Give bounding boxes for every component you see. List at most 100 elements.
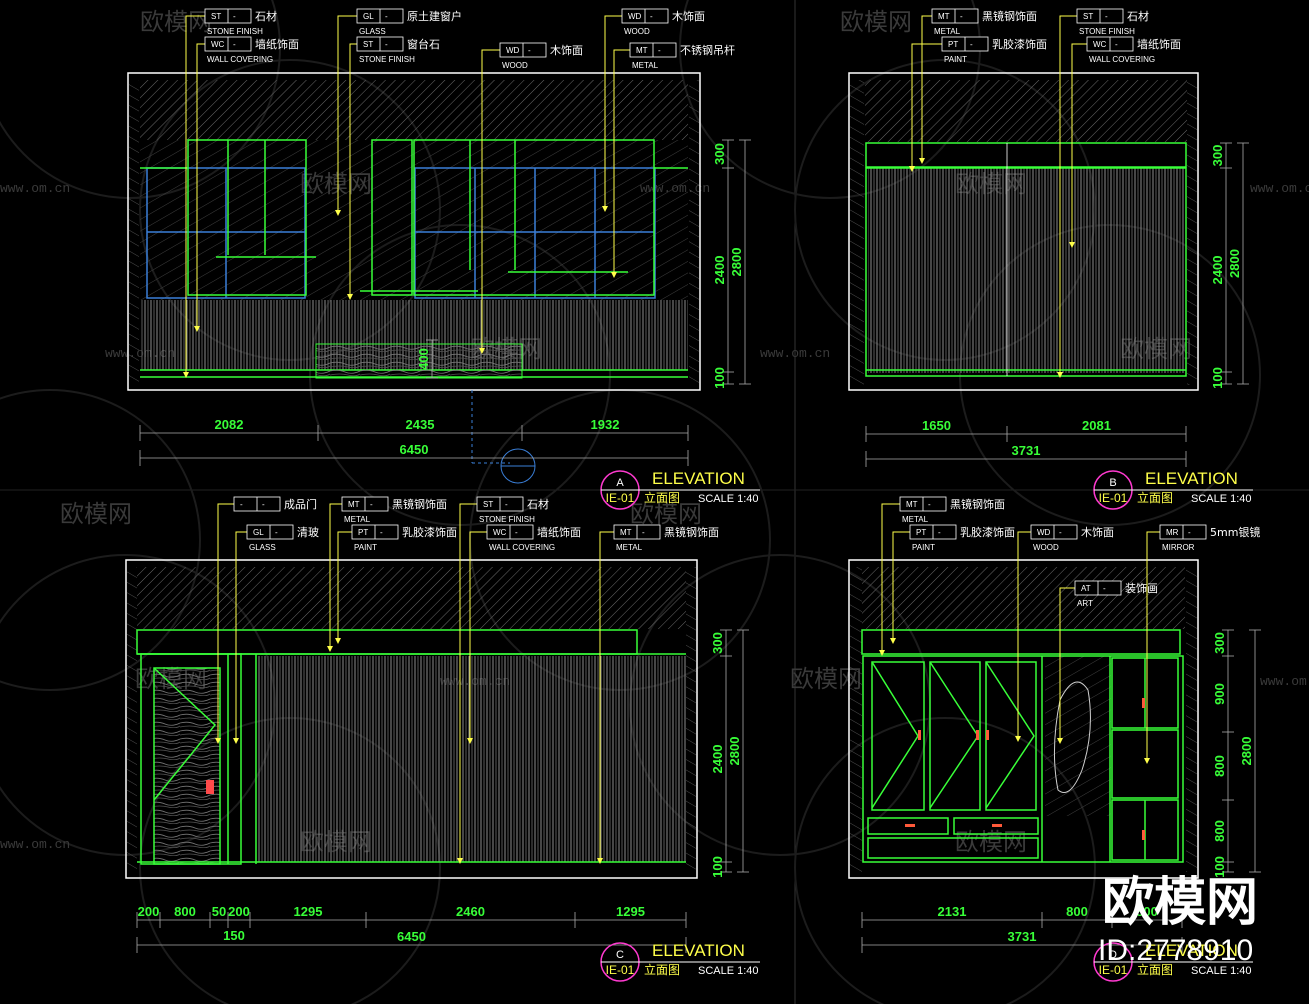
dimension-total: 2800 <box>729 248 744 277</box>
elevation-c-door <box>154 668 220 864</box>
material-sub-label: WOOD <box>624 27 650 36</box>
elevation-d-frame <box>848 559 1199 879</box>
dimension-total: 2800 <box>727 737 742 766</box>
material-sub-label: METAL <box>632 61 659 70</box>
dimension-label: 300 <box>712 143 727 165</box>
material-label: 黑镜钢饰面 <box>950 497 1005 511</box>
elevation-b-ceiling-hatch <box>865 80 1187 142</box>
material-code: WD <box>506 46 520 55</box>
material-code: ST <box>1083 12 1093 21</box>
material-label: 原土建窗户 <box>407 9 462 23</box>
watermark-url: www.om.cn <box>0 181 70 196</box>
watermark-brand: 欧模网 <box>840 8 912 36</box>
dimension-label: 100 <box>712 367 727 389</box>
sheet-number: IE-01 <box>606 963 635 977</box>
elevation-subtitle: 立面图 <box>644 490 680 505</box>
dimension-label: 2460 <box>456 904 485 919</box>
brand-watermark-large: 欧模网 <box>1102 873 1258 933</box>
watermark-brand: 欧模网 <box>140 8 212 36</box>
material-sub-label: WALL COVERING <box>489 543 555 552</box>
material-sub-label: STONE FINISH <box>479 515 535 524</box>
material-label: 木饰面 <box>1081 525 1114 539</box>
material-label: 石材 <box>527 497 549 511</box>
sheet-number: IE-01 <box>606 491 635 505</box>
elevation-title: ELEVATION <box>1145 941 1238 960</box>
dimension-label: 50 <box>212 904 226 919</box>
material-sub-label: METAL <box>616 543 643 552</box>
dimension-label: 1295 <box>294 904 323 919</box>
material-label: 乳胶漆饰面 <box>960 525 1015 539</box>
watermark-brand: 欧模网 <box>60 500 132 528</box>
material-tags-layer: ST - 石材 STONE FINISH WC - 墙纸饰面 WALL COVERING GL -… <box>204 8 1260 608</box>
dimension-label: 2400 <box>712 256 727 285</box>
material-label: 不锈钢吊杆 <box>680 43 735 57</box>
svg-text:-: - <box>650 12 653 21</box>
material-label: 装饰画 <box>1125 581 1158 595</box>
material-tag: WD- 木饰面 WOOD <box>1030 524 1114 552</box>
material-label: 乳胶漆饰面 <box>992 37 1047 51</box>
material-sub-label: STONE FINISH <box>1079 27 1135 36</box>
svg-text:-: - <box>1059 528 1062 537</box>
material-code: WD <box>1037 528 1051 537</box>
material-code: MR <box>1166 528 1179 537</box>
material-sub-label: STONE FINISH <box>207 27 263 36</box>
elevation-a-ceiling-hatch <box>140 80 688 140</box>
watermark-url: www.om.cn <box>1250 181 1309 196</box>
dimension-label: 300 <box>710 632 725 654</box>
material-sub-label: WOOD <box>1033 543 1059 552</box>
material-tag: --成品门 <box>233 496 317 512</box>
elevation-a-windows <box>146 167 656 299</box>
dimension-label: 100 <box>1212 856 1227 878</box>
material-code: WC <box>1093 40 1107 49</box>
elevation-letter: C <box>616 949 624 961</box>
material-sub-label: GLASS <box>249 543 276 552</box>
elevation-scale: SCALE 1:40 <box>1191 493 1252 505</box>
dimension-total: 3731 <box>1008 929 1037 944</box>
material-code: MT <box>906 500 918 509</box>
elevation-d-handles <box>905 698 1145 840</box>
dimension-label: 1650 <box>922 418 951 433</box>
elevation-b <box>848 15 1199 391</box>
material-code: GL <box>253 528 264 537</box>
material-label: 墙纸饰面 <box>255 37 299 51</box>
dimension-label: 2400 <box>710 745 725 774</box>
dimension-label: 800 <box>174 904 196 919</box>
watermark-ring <box>0 389 201 691</box>
dimension-label: 300 <box>1210 145 1225 167</box>
svg-text:-: - <box>262 500 265 509</box>
elevation-d <box>848 503 1199 879</box>
material-code: MT <box>348 500 360 509</box>
material-label: 石材 <box>1127 9 1149 23</box>
elevation-d-artwork-figure <box>1053 681 1091 793</box>
elevation-scale: SCALE 1:40 <box>1191 965 1252 977</box>
dimension-label: 800 <box>1212 820 1227 842</box>
material-label: 黑镜钢饰面 <box>982 9 1037 23</box>
elevation-d-ceiling-hatch <box>862 567 1185 629</box>
dimension-total: 3731 <box>1012 443 1041 458</box>
elevation-scale: SCALE 1:40 <box>698 493 759 505</box>
svg-text:-: - <box>938 528 941 537</box>
material-sub-label: METAL <box>902 515 929 524</box>
elevation-c-curtain <box>256 656 686 862</box>
material-label: 乳胶漆饰面 <box>402 525 457 539</box>
material-code: ST <box>211 12 221 21</box>
material-code: WD <box>628 12 642 21</box>
material-sub-label: PAINT <box>912 543 935 552</box>
elevation-subtitle: 立面图 <box>1137 490 1173 505</box>
dimension-label: 800 <box>1212 755 1227 777</box>
elevation-title: ELEVATION <box>652 941 745 960</box>
elevation-d-artwork <box>1045 656 1111 816</box>
material-label: 石材 <box>255 9 277 23</box>
elevation-c-door-frame <box>136 629 686 865</box>
dimension-label: 100 <box>1210 367 1225 389</box>
elevation-c-frame <box>125 559 698 879</box>
